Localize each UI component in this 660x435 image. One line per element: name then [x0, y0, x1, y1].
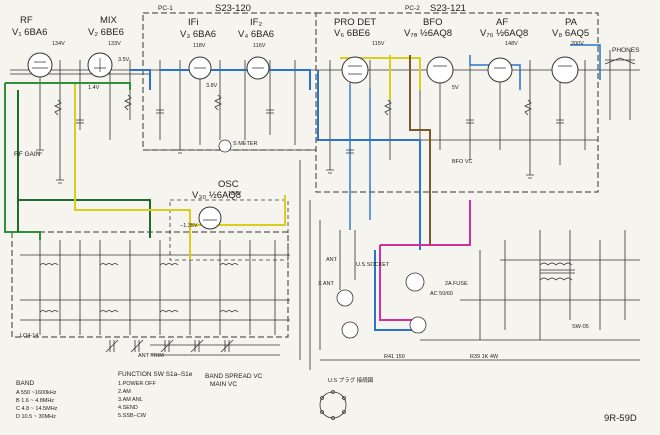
band-legend-item: A 550 ~1600kHz [16, 390, 57, 396]
osc-tube-label: V₃₀ ½6AQ8 [192, 190, 242, 201]
pc2-part: S23-121 [430, 3, 466, 14]
us-plug-label: U.S プラグ 接続図 [328, 378, 374, 384]
prodet-stage-title: PRO DET [334, 17, 377, 28]
function-legend-item: 4.SEND [118, 405, 138, 411]
voltage-label: −1.35V [180, 223, 198, 229]
osc-stage-title: OSC [218, 179, 239, 190]
function-legend-item: 1.POWER OFF [118, 381, 156, 387]
x-ant-label: X ANT [318, 281, 334, 287]
band-spread-label: BAND SPREAD VC [205, 373, 263, 380]
prodet-tube-symbol [341, 56, 369, 84]
pc2-code: PC-2 [405, 5, 420, 12]
function-legend-item: 2.AM [118, 389, 131, 395]
voltage-label: 134V [52, 41, 65, 47]
bfo-tube-label: V₇ₐ ½6AQ8 [404, 28, 452, 39]
phones-label: PHONES [612, 47, 640, 54]
ant-label: ANT [326, 257, 337, 263]
fuse-label: 2A FUSE [445, 281, 468, 287]
pa-tube-label: V₈ 6AQ5 [552, 28, 590, 39]
prodet-tube-label: V₆ 6BE6 [334, 28, 371, 39]
power-transformer [539, 262, 575, 281]
voltage-label: 3.8V [206, 83, 218, 89]
band-legend-heading: BAND [16, 380, 35, 387]
voltage-label: 133V [108, 41, 121, 47]
pc2-board-outline [315, 12, 599, 193]
function-legend-item: 5.SSB−CW [118, 413, 146, 419]
pa-stage-title: PA [565, 17, 577, 28]
sw05-label: SW-05 [572, 324, 589, 330]
bfo-vc-label: BFO VC [452, 159, 473, 165]
bfo-stage-title: BFO [423, 17, 443, 28]
rf-tube-symbol [27, 52, 53, 78]
coil-pack-outline [11, 231, 289, 338]
rf-tube-label: V₁ 6BA6 [12, 27, 48, 38]
rf-gain-label: RF GAIN [14, 151, 41, 158]
bfo-tube-symbol [426, 56, 454, 84]
rf-stage-title: RF [20, 15, 33, 26]
pc1-part: S23-120 [215, 3, 251, 14]
r41-label: R41 150 [384, 354, 405, 360]
if2-tube-label: V₄ 6BA6 [238, 29, 275, 40]
af-tube-symbol [487, 57, 513, 83]
r39-label: R39 1K 4W [470, 354, 499, 360]
if1-tube-label: V₃ 6BA6 [180, 29, 217, 40]
band-legend-item: B 1.6 ~ 4.8MHz [16, 398, 55, 404]
voltage-label: 115V [372, 41, 385, 47]
band-legend-item: C 4.8 ~ 14.5MHz [16, 406, 58, 412]
pc1-board-outline [142, 12, 317, 151]
pa-tube-symbol [551, 56, 579, 84]
model-label: 9R-59D [604, 413, 637, 424]
voltage-label: 3.5V [118, 57, 130, 63]
af-stage-title: AF [496, 17, 509, 28]
mix-stage-title: MIX [100, 15, 117, 26]
main-vc-label: MAIN VC [210, 381, 238, 388]
pc1-code: PC-1 [158, 5, 173, 12]
voltage-label: 5V [452, 85, 459, 91]
voltage-label: 116V [253, 43, 266, 49]
voltage-label: 148V [505, 41, 518, 47]
function-switch-label: FUNCTION SW S1a–S1e [118, 371, 193, 378]
us-socket-label: U.S SOCKET [356, 262, 390, 268]
ac-line-label: AC 50/60 [430, 291, 453, 297]
osc-block-outline [169, 199, 289, 261]
ant-trim-label: ANT TRIM [138, 353, 164, 359]
mix-tube-label: V₂ 6BE6 [88, 27, 124, 38]
if1-stage-title: IFi [188, 17, 199, 28]
voltage-label: 1.4V [88, 85, 100, 91]
us-plug-diagram [319, 390, 347, 420]
voltage-label: 200V [571, 41, 584, 47]
osc-tube-symbol [198, 206, 222, 230]
coil-pack-label: LO4-14 [20, 333, 39, 339]
function-legend-item: 3.AM ANL [118, 397, 143, 403]
voltage-label: 187V [228, 191, 241, 197]
band-legend-item: D 10.5 ~ 30MHz [16, 414, 56, 420]
phones-jack-symbol [604, 57, 636, 65]
voltage-label: 118V [193, 43, 206, 49]
af-tube-label: V₇₆ ½6AQ8 [480, 28, 529, 39]
s-meter-label: S METER [233, 141, 258, 147]
s-meter-symbol [218, 139, 232, 153]
if2-stage-title: IF₂ [250, 17, 263, 28]
